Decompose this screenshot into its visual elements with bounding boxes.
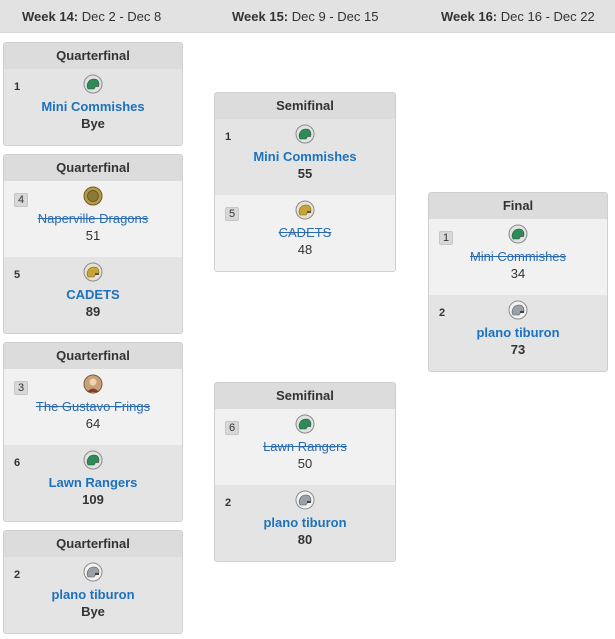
seed: 6	[225, 421, 240, 435]
team-name-link[interactable]: Mini Commishes	[253, 149, 357, 164]
team-score: 34	[510, 266, 526, 281]
team-row[interactable]: 4 Naperville Dragons 51	[4, 181, 182, 257]
team-row[interactable]: 2 plano tiburon 80	[215, 485, 395, 561]
seed: 2	[439, 307, 446, 319]
seed: 4	[14, 193, 29, 207]
team-score: 50	[297, 456, 313, 471]
gold-helmet-icon	[83, 262, 103, 282]
team-name-link[interactable]: The Gustavo Frings	[35, 399, 151, 414]
team-score: 48	[297, 242, 313, 257]
gold-helmet-icon	[295, 200, 315, 220]
matchup-final[interactable]: Final 1 Mini Commishes 34 2 plano tiburo…	[428, 192, 608, 372]
team-row[interactable]: 3 The Gustavo Frings 64	[4, 369, 182, 445]
matchup-title: Quarterfinal	[4, 343, 182, 369]
matchup-qf2[interactable]: Quarterfinal 4 Naperville Dragons 51 5 C…	[3, 154, 183, 334]
team-name-link[interactable]: plano tiburon	[51, 587, 135, 602]
team-name-link[interactable]: Lawn Rangers	[48, 475, 138, 490]
shark-helmet-icon	[83, 562, 103, 582]
matchup-qf4[interactable]: Quarterfinal 2 plano tiburon Bye	[3, 530, 183, 634]
week-14-label: Week 14: Dec 2 - Dec 8	[22, 9, 162, 24]
seed: 2	[225, 497, 232, 509]
team-score: 64	[85, 416, 101, 431]
avatar-icon	[83, 374, 103, 394]
seed: 6	[14, 457, 21, 469]
seed: 5	[14, 269, 21, 281]
team-score: 89	[85, 304, 101, 319]
week-15-label: Week 15: Dec 9 - Dec 15	[232, 9, 379, 24]
shark-helmet-icon	[508, 300, 528, 320]
matchup-title: Semifinal	[215, 383, 395, 409]
team-row[interactable]: 2 plano tiburon 73	[429, 295, 607, 371]
team-name-link[interactable]: CADETS	[66, 287, 120, 302]
matchup-sf1[interactable]: Semifinal 1 Mini Commishes 55 5 CADETS 4…	[214, 92, 396, 272]
team-row[interactable]: 6 Lawn Rangers 50	[215, 409, 395, 485]
shark-helmet-icon	[295, 490, 315, 510]
team-name-link[interactable]: Naperville Dragons	[37, 211, 149, 226]
team-name-link[interactable]: plano tiburon	[263, 515, 347, 530]
team-name-link[interactable]: CADETS	[278, 225, 332, 240]
team-score: 80	[297, 532, 313, 547]
green-helmet-icon	[83, 450, 103, 470]
team-row[interactable]: 5 CADETS 48	[215, 195, 395, 271]
matchup-title: Quarterfinal	[4, 155, 182, 181]
green-helmet-icon	[295, 414, 315, 434]
team-name-link[interactable]: plano tiburon	[476, 325, 560, 340]
team-score: 109	[82, 492, 104, 507]
matchup-title: Final	[429, 193, 607, 219]
matchup-qf3[interactable]: Quarterfinal 3 The Gustavo Frings 64 6 L…	[3, 342, 183, 522]
team-name-link[interactable]: Lawn Rangers	[263, 439, 347, 454]
team-row[interactable]: 5 CADETS 89	[4, 257, 182, 333]
green-helmet-icon	[508, 224, 528, 244]
matchup-qf1[interactable]: Quarterfinal 1 Mini Commishes Bye	[3, 42, 183, 146]
seed: 1	[225, 131, 232, 143]
matchup-title: Quarterfinal	[4, 531, 182, 557]
seed: 1	[439, 231, 454, 245]
team-row[interactable]: 1 Mini Commishes 55	[215, 119, 395, 195]
green-helmet-icon	[295, 124, 315, 144]
team-row[interactable]: 1 Mini Commishes Bye	[4, 69, 182, 145]
team-name-link[interactable]: Mini Commishes	[469, 249, 567, 264]
matchup-sf2[interactable]: Semifinal 6 Lawn Rangers 50 2 plano tibu…	[214, 382, 396, 562]
team-score: 55	[297, 166, 313, 181]
team-row[interactable]: 2 plano tiburon Bye	[4, 557, 182, 633]
week-header: Week 14: Dec 2 - Dec 8 Week 15: Dec 9 - …	[0, 0, 615, 33]
matchup-title: Quarterfinal	[4, 43, 182, 69]
team-row[interactable]: 1 Mini Commishes 34	[429, 219, 607, 295]
week-16-label: Week 16: Dec 16 - Dec 22	[441, 9, 595, 24]
seed: 1	[14, 81, 21, 93]
gold-coin-icon	[83, 186, 103, 206]
team-score: 51	[85, 228, 101, 243]
matchup-title: Semifinal	[215, 93, 395, 119]
team-name-link[interactable]: Mini Commishes	[41, 99, 145, 114]
team-score: 73	[510, 342, 526, 357]
seed: 5	[225, 207, 240, 221]
team-row[interactable]: 6 Lawn Rangers 109	[4, 445, 182, 521]
green-helmet-icon	[83, 74, 103, 94]
team-score: Bye	[81, 116, 105, 131]
team-score: Bye	[81, 604, 105, 619]
seed: 3	[14, 381, 29, 395]
seed: 2	[14, 569, 21, 581]
